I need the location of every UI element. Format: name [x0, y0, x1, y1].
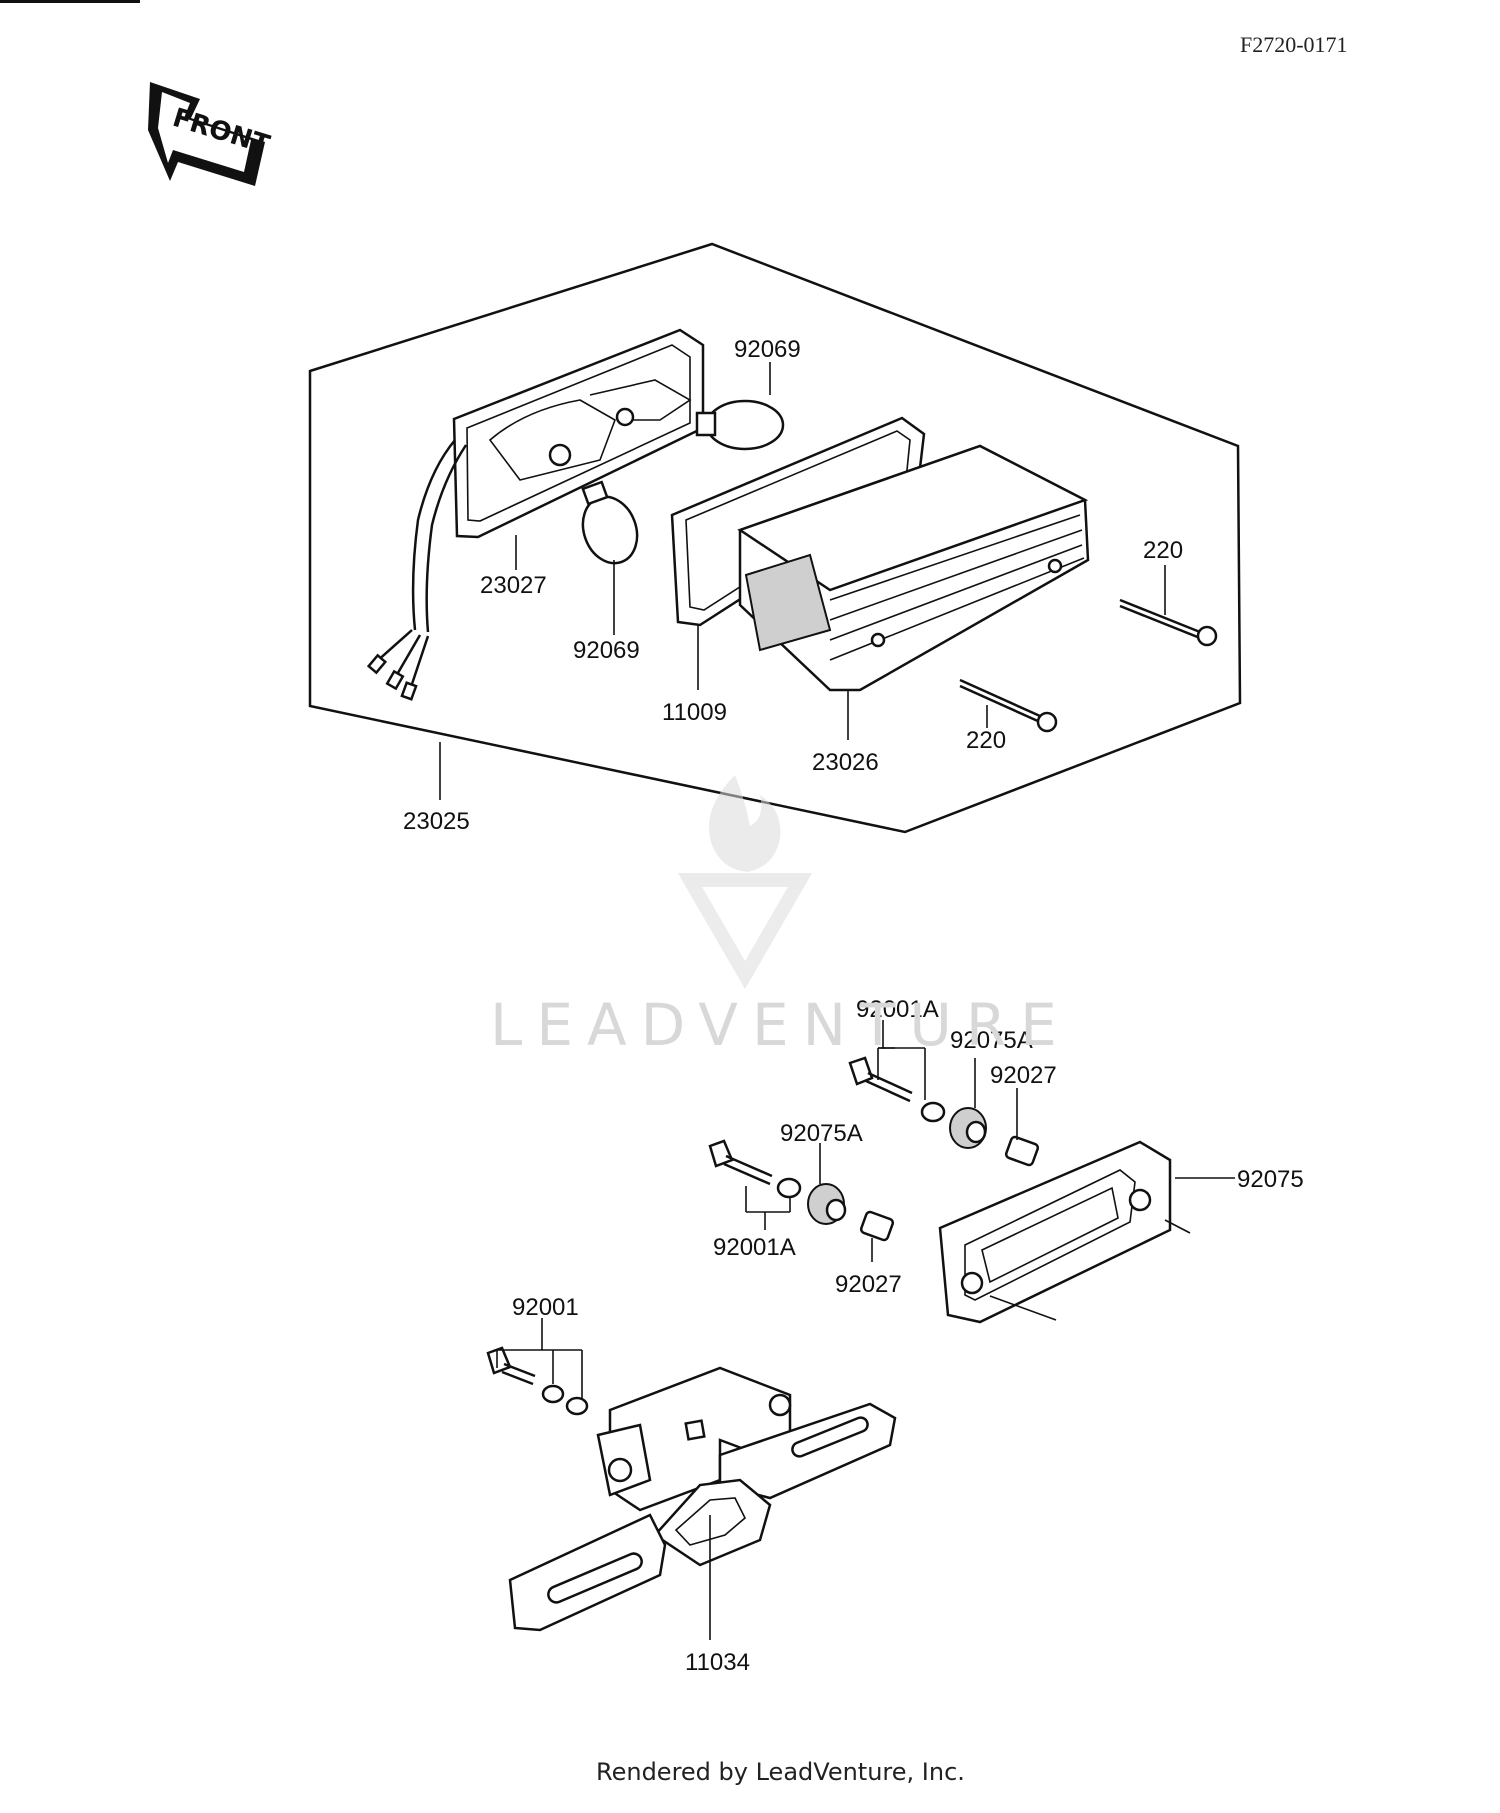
bolt-lower-icon — [708, 1139, 773, 1186]
bolt-bracket-icon — [486, 1346, 536, 1386]
part-label[interactable]: 92069 — [573, 637, 640, 664]
washer-bracket-2-icon — [565, 1396, 589, 1416]
screw-lower-icon — [959, 678, 1058, 733]
part-label[interactable]: 92075A — [950, 1027, 1033, 1054]
part-label[interactable]: 92069 — [734, 336, 801, 363]
corner-mark — [0, 0, 140, 3]
part-label[interactable]: 92001A — [713, 1234, 796, 1261]
part-label[interactable]: 23025 — [403, 808, 470, 835]
bulb-lower-icon — [581, 480, 639, 565]
front-arrow-icon: FRONT — [148, 82, 273, 186]
watermark-logo-icon — [677, 775, 813, 989]
washer-upper-icon — [920, 1101, 946, 1123]
footer-text: Rendered by LeadVenture, Inc. — [596, 1758, 965, 1786]
bulb-upper-icon — [695, 399, 785, 451]
diagram-code: F2720-0171 — [1240, 32, 1348, 57]
plate-lamp-housing — [938, 1140, 1191, 1324]
part-label[interactable]: 23027 — [480, 572, 547, 599]
part-label[interactable]: 92027 — [990, 1062, 1057, 1089]
watermark-text: LEADVENTURE — [490, 991, 1071, 1059]
part-label[interactable]: 92027 — [835, 1271, 902, 1298]
tail-lamp-assembly — [308, 242, 1242, 834]
grommet-lower-icon — [807, 1183, 847, 1225]
part-label[interactable]: 220 — [966, 727, 1006, 754]
part-label[interactable]: 23026 — [812, 749, 879, 776]
part-label[interactable]: 11009 — [662, 699, 727, 726]
plate-lamp-mount — [486, 1020, 1235, 1640]
spacer-upper-icon — [1004, 1135, 1040, 1167]
lamp-base — [366, 328, 705, 701]
part-label[interactable]: 92001A — [856, 996, 939, 1023]
lens-housing — [737, 444, 1090, 692]
part-label[interactable]: 92075 — [1237, 1166, 1304, 1193]
part-label[interactable]: 11034 — [685, 1649, 750, 1676]
washer-lower-icon — [776, 1177, 802, 1199]
spacer-lower-icon — [859, 1210, 895, 1242]
mounting-bracket — [508, 1366, 897, 1632]
bolt-upper-icon — [848, 1056, 913, 1103]
part-label[interactable]: 220 — [1143, 537, 1183, 564]
part-label[interactable]: 92001 — [512, 1294, 579, 1321]
assembly-outline — [308, 242, 1242, 834]
part-label[interactable]: 92075A — [780, 1120, 863, 1147]
washer-bracket-1-icon — [541, 1384, 565, 1404]
screw-upper-icon — [1119, 598, 1218, 647]
grommet-upper-icon — [949, 1107, 987, 1149]
